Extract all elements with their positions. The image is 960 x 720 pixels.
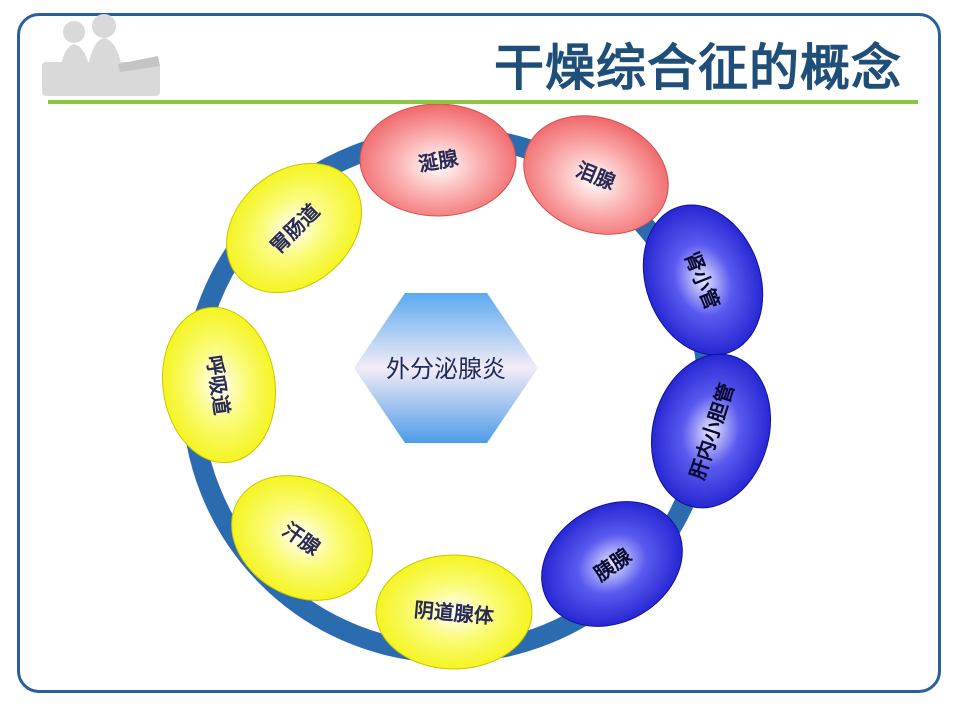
slide-title: 干燥综合征的概念 bbox=[494, 39, 902, 97]
center-node: 外分泌腺炎 bbox=[354, 293, 538, 443]
node-renal-tubule: 肾小管 bbox=[642, 204, 764, 356]
node-respiratory-tract: 呼吸道 bbox=[161, 306, 277, 464]
node-pancreas: 胰腺 bbox=[541, 501, 683, 627]
title-underline bbox=[48, 100, 918, 104]
center-node-label: 外分泌腺炎 bbox=[386, 355, 506, 383]
node-intrahepatic-bile-duct: 肝内小胆管 bbox=[650, 353, 772, 509]
node-vaginal-gland: 阴道腺体 bbox=[375, 554, 533, 670]
node-lacrimal: 泪腺 bbox=[523, 115, 669, 235]
node-sweat-gland: 汗腺 bbox=[231, 475, 373, 601]
slide-frame bbox=[17, 13, 941, 693]
presenter-silhouette-logo bbox=[42, 14, 160, 96]
node-salivary: 涎腺 bbox=[359, 103, 517, 217]
node-gi-tract: 胃肠道 bbox=[226, 162, 362, 294]
